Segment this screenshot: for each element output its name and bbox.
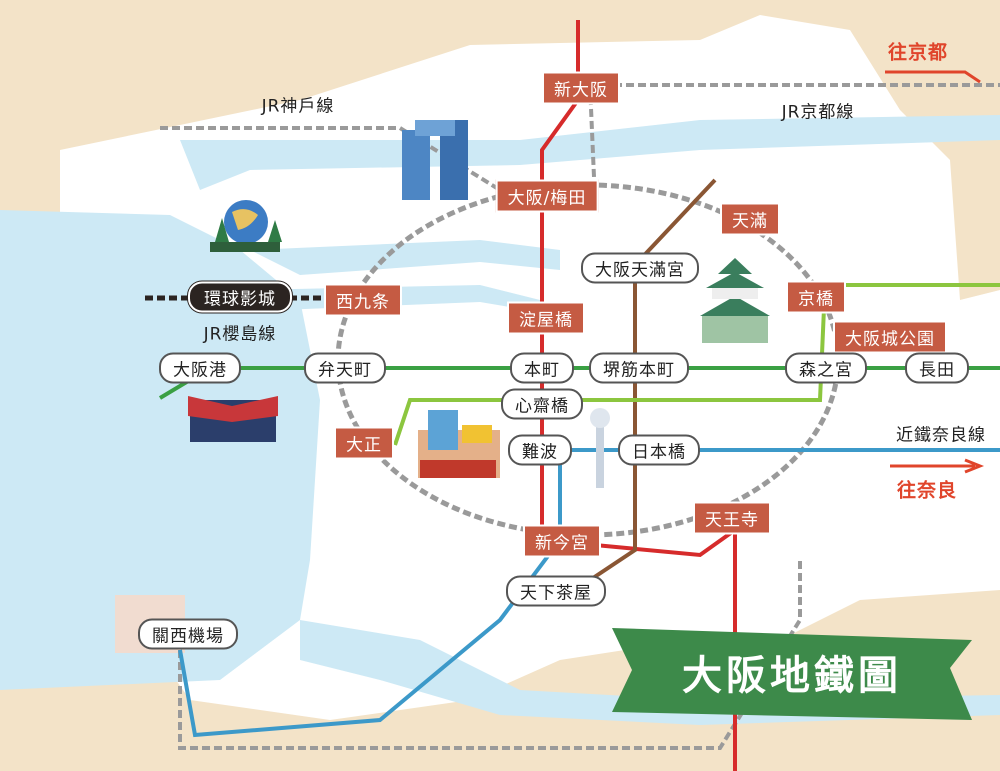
station-tenjinbashi[interactable]: 大阪天滿宮 — [581, 252, 699, 284]
station-nishikujo[interactable]: 西九条 — [324, 283, 402, 317]
arrow-kyoto-icon — [885, 70, 981, 84]
jr-kyoto-line-label: JR京都線 — [781, 102, 855, 123]
dotonbori-icon — [418, 410, 500, 478]
station-imamiya[interactable]: 新今宮 — [523, 524, 601, 558]
station-honmachi[interactable]: 本町 — [510, 352, 574, 384]
title-banner — [612, 628, 972, 720]
station-kyobashi[interactable]: 京橋 — [786, 280, 846, 314]
map-title-banner: 大阪地鐵圖 — [612, 622, 972, 722]
station-tenma[interactable]: 天滿 — [720, 202, 780, 236]
station-bentencho[interactable]: 弁天町 — [304, 352, 386, 384]
station-usj[interactable]: 環球影城 — [188, 281, 292, 313]
station-tennoji[interactable]: 天王寺 — [693, 501, 771, 535]
arrow-nara-head-icon — [964, 458, 985, 474]
station-sakaisuji[interactable]: 堺筋本町 — [589, 352, 689, 384]
station-umeda[interactable]: 大阪/梅田 — [495, 179, 599, 213]
station-morinomiya[interactable]: 森之宮 — [785, 352, 867, 384]
yodo-river — [180, 115, 1000, 190]
jr-airport-line — [178, 560, 802, 750]
station-yodoyabashi[interactable]: 淀屋橋 — [507, 301, 585, 335]
station-tengachaya[interactable]: 天下茶屋 — [506, 575, 606, 607]
nagahori-line — [393, 283, 1000, 446]
globe-icon — [210, 200, 282, 252]
station-namba[interactable]: 難波 — [508, 434, 572, 466]
kintetsu-nara-line-label: 近鐵奈良線 — [896, 425, 986, 446]
umeda-sky-building-icon — [402, 120, 468, 200]
station-osakako[interactable]: 大阪港 — [159, 352, 241, 384]
osaka-castle-icon — [700, 258, 770, 343]
tsutenkaku-icon — [590, 408, 610, 488]
station-kansai-airport[interactable]: 關西機場 — [138, 618, 238, 650]
station-shinsaibashi[interactable]: 心齋橋 — [501, 388, 583, 420]
station-nagata[interactable]: 長田 — [905, 352, 969, 384]
jr-sakurajima-line-label: JR櫻島線 — [203, 324, 277, 345]
station-nipponbashi[interactable]: 日本橋 — [618, 434, 700, 466]
kaiyukan-aquarium-icon — [188, 396, 278, 442]
jr-kobe-line-label: JR神戶線 — [261, 96, 335, 117]
sakaisuji-line — [558, 178, 717, 602]
station-taisho[interactable]: 大正 — [334, 426, 394, 460]
station-shin-osaka[interactable]: 新大阪 — [542, 71, 620, 105]
map-title: 大阪地鐵圖 — [682, 653, 902, 699]
river-mid — [250, 240, 560, 275]
direction-kyoto: 往京都 — [887, 41, 949, 64]
osaka-bay — [0, 210, 320, 690]
station-osakajokoen[interactable]: 大阪城公園 — [833, 320, 947, 354]
direction-nara: 往奈良 — [896, 479, 958, 502]
